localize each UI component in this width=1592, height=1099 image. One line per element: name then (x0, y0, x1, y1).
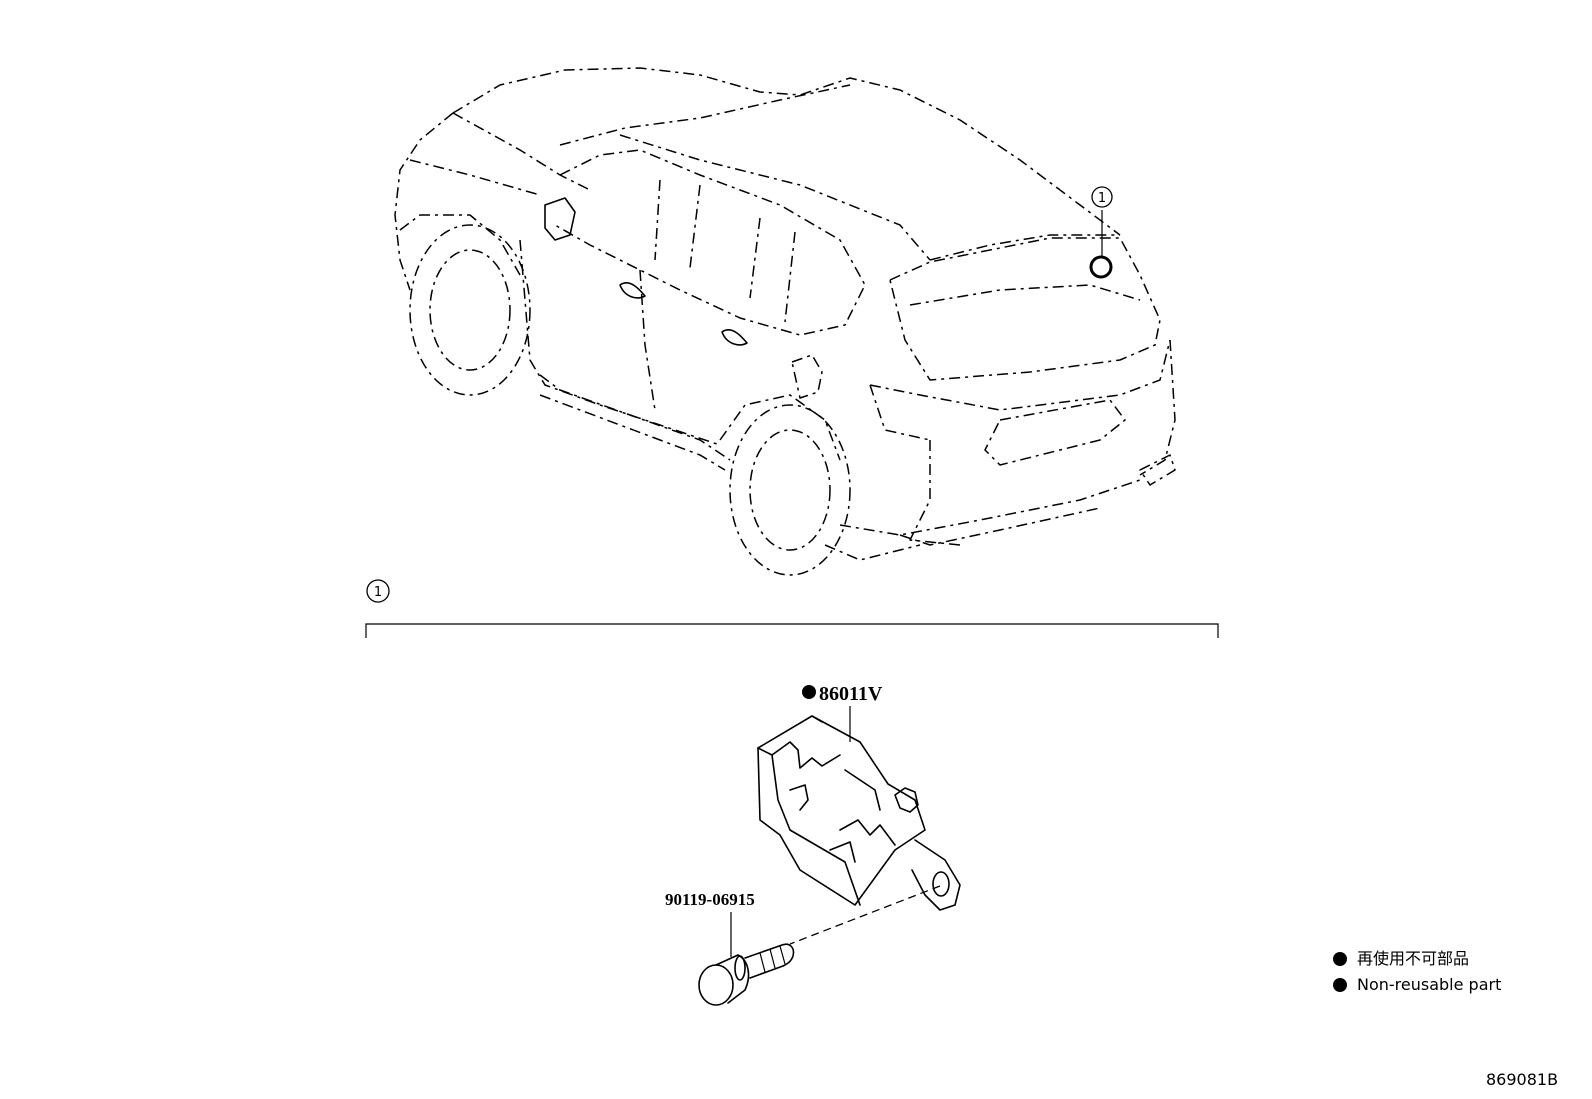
group-bracket: 1 (365, 579, 1219, 638)
legend: 再使用不可部品 Non-reusable part (1333, 946, 1501, 998)
vehicle-illustration: 1 (394, 67, 1176, 576)
main-part-number: 86011V (819, 683, 883, 705)
filled-circle-icon (1333, 952, 1347, 966)
bolt-part-drawing (698, 912, 795, 1006)
group-callout-number: 1 (374, 585, 382, 600)
legend-row-english: Non-reusable part (1333, 972, 1501, 998)
vehicle-callout-circle (1091, 186, 1113, 208)
camera-part-drawing (757, 706, 961, 945)
main-part-label: 86011V (802, 683, 883, 705)
non-reusable-dot (802, 685, 816, 699)
vehicle-callout-number: 1 (1098, 191, 1106, 206)
group-callout-circle (366, 579, 390, 603)
legend-row-japanese: 再使用不可部品 (1333, 946, 1501, 972)
legend-text-japanese: 再使用不可部品 (1357, 949, 1470, 968)
diagram-code: 869081B (1486, 1070, 1559, 1089)
bolt-part-number: 90119-06915 (665, 890, 755, 909)
filled-circle-icon (1333, 978, 1347, 992)
legend-text-english: Non-reusable part (1357, 975, 1502, 994)
